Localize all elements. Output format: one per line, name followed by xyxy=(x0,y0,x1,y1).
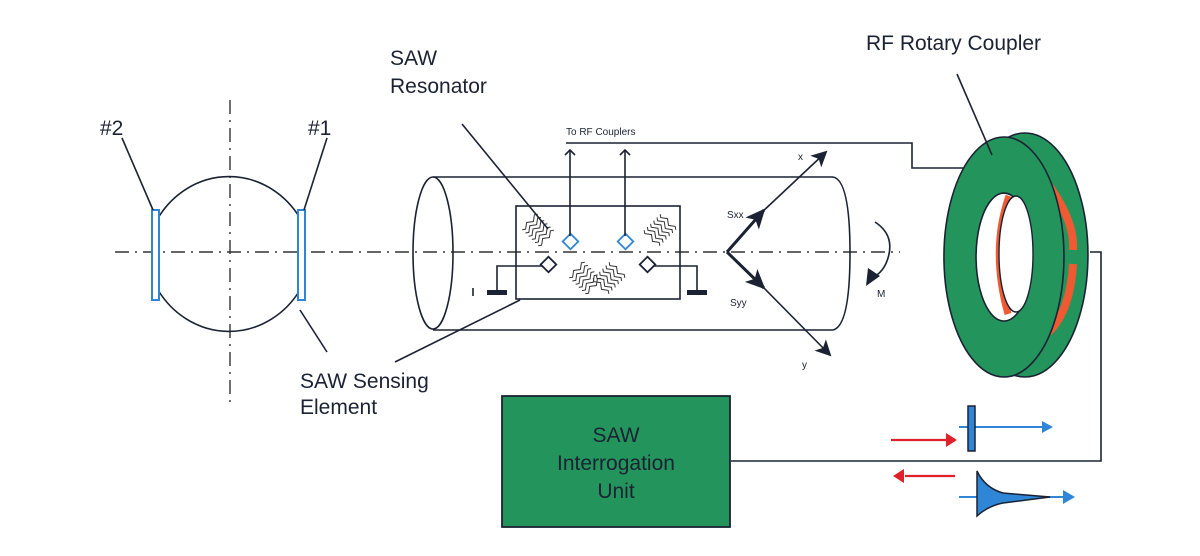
response-arrowhead xyxy=(893,469,904,483)
interrogation-unit-label-3: Unit xyxy=(597,480,635,503)
wave-line xyxy=(528,220,545,237)
coupler-bore xyxy=(998,195,1034,313)
wave-line xyxy=(608,262,626,278)
wave-line xyxy=(531,223,548,240)
saw-sensor-1 xyxy=(297,209,306,301)
label-saw-sensing-element-2: Element xyxy=(300,396,377,419)
idt-right-signal xyxy=(616,232,635,251)
label-to-rf-couplers: To RF Couplers xyxy=(566,127,635,138)
excitation-arrowhead xyxy=(946,433,957,447)
wire-coupler-to-interrogation-unit xyxy=(731,251,1102,462)
signal-illustration xyxy=(891,405,1075,518)
ground-symbol-left xyxy=(487,290,507,295)
wave-line xyxy=(602,268,619,285)
shaft-far-end xyxy=(832,176,851,331)
saw-resonator-chip xyxy=(472,148,707,300)
label-saw-resonator-1: SAW xyxy=(390,47,437,70)
wave-line xyxy=(581,274,598,292)
wave-line xyxy=(656,217,674,234)
label-sensor-1: #1 xyxy=(308,117,331,140)
wave-line xyxy=(575,268,592,285)
idt-right-ground xyxy=(638,255,657,274)
axis-y-arrow xyxy=(759,283,832,357)
wave-line xyxy=(569,261,585,279)
leader-sensing-element-2 xyxy=(394,299,521,363)
label-stress-sxx: Sxx xyxy=(727,210,744,221)
leader-saw-resonator xyxy=(461,123,549,230)
ringdown-arrowhead xyxy=(1063,490,1075,504)
label-saw-sensing-element-1: SAW Sensing xyxy=(300,370,429,393)
saw-sensor-2 xyxy=(151,209,160,301)
shaft-end-face xyxy=(412,176,454,330)
wave-line xyxy=(643,230,661,246)
axis-x-arrow xyxy=(759,150,828,215)
interrogation-unit-label-2: Interrogation xyxy=(557,452,675,475)
leader-sensor-1 xyxy=(303,137,328,211)
leader-rf-rotary-coupler xyxy=(956,73,993,156)
wave-line xyxy=(585,277,601,295)
stress-axes xyxy=(725,150,891,357)
wave-line xyxy=(605,265,623,282)
moment-arrowhead xyxy=(866,268,880,286)
wire-to-rotary-coupler xyxy=(566,142,985,169)
wave-line xyxy=(522,213,538,231)
saw-interrogation-unit xyxy=(501,395,731,528)
label-axis-y: y xyxy=(802,360,807,371)
wave-line xyxy=(646,226,664,243)
wave-line xyxy=(595,274,613,291)
moment-arc xyxy=(871,221,891,279)
wave-line xyxy=(659,214,677,230)
wave-line xyxy=(599,271,616,288)
wave-line xyxy=(650,223,667,240)
shaft-cross-section xyxy=(115,100,900,405)
label-rf-rotary-coupler: RF Rotary Coupler xyxy=(866,32,1041,55)
label-moment: M xyxy=(877,289,885,300)
resonator-substrate xyxy=(515,205,681,300)
surface-acoustic-waves xyxy=(522,213,677,295)
stress-syy-arrow xyxy=(725,250,766,290)
leader-sensor-2 xyxy=(121,137,154,211)
ground-wire-left xyxy=(496,265,545,292)
wave-line xyxy=(653,220,670,237)
wave-line xyxy=(578,271,595,288)
shaft-outline-top xyxy=(157,175,301,219)
label-sensor-2: #2 xyxy=(100,117,123,140)
pulse-arrowhead xyxy=(1042,421,1053,433)
label-saw-resonator-2: Resonator xyxy=(390,75,487,98)
idt-left-signal xyxy=(561,232,580,251)
shaft-cylinder xyxy=(412,176,851,331)
rf-rotary-coupler xyxy=(943,132,1089,378)
label-stress-syy: Syy xyxy=(730,298,747,309)
wave-line xyxy=(592,278,610,294)
idt-left-ground xyxy=(539,255,558,274)
label-axis-x: x xyxy=(798,152,803,163)
interrogation-unit-label-1: SAW xyxy=(592,424,639,447)
wave-line xyxy=(572,264,589,282)
shaft-outline-bottom xyxy=(157,289,301,333)
ground-wire-right xyxy=(651,265,698,292)
ground-symbol-right xyxy=(687,290,707,295)
leader-sensing-element-1 xyxy=(299,309,328,353)
ringdown-response-icon xyxy=(976,470,1051,518)
stress-sxx-arrow xyxy=(725,208,766,253)
wave-line xyxy=(538,229,554,247)
excitation-pulse-icon xyxy=(967,405,976,452)
wave-line xyxy=(525,216,542,234)
